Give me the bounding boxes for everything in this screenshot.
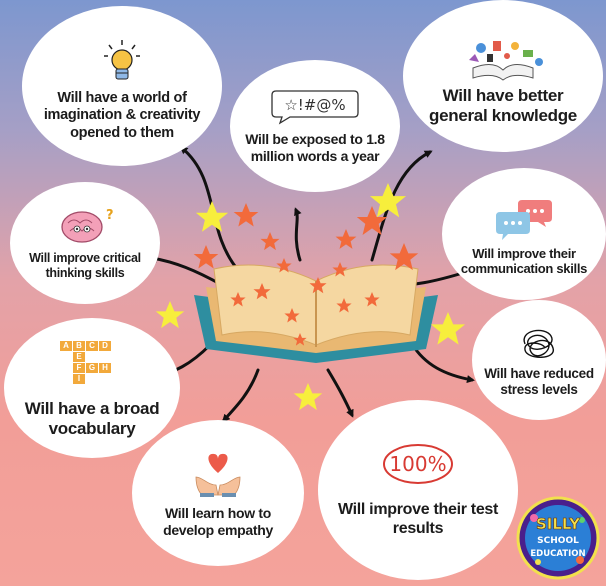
scribble-icon xyxy=(523,329,554,359)
logo-line1: SILLY xyxy=(536,515,581,533)
bubble-vocabulary: A B C D E F G H I Will have a broad voca… xyxy=(4,318,180,458)
open-book-knowledge-icon xyxy=(469,40,543,81)
logo-line3: EDUCATION xyxy=(530,549,585,559)
symbols-speech-icon: ☆!#@% xyxy=(271,90,359,125)
letter-tile: H xyxy=(99,362,111,373)
letter-tile: I xyxy=(73,373,85,384)
letter-tile: G xyxy=(86,362,98,373)
symbols-text: ☆!#@% xyxy=(284,96,345,114)
lightbulb-icon xyxy=(104,40,140,80)
bubble-critical-text: Will improve critical thinking skills xyxy=(29,251,141,280)
bubble-critical: ? Will improve critical thinking skills xyxy=(10,182,160,304)
bubble-communication-text: Will improve their communication skills xyxy=(460,245,588,276)
bubble-imagination: Will have a world of imagination & creat… xyxy=(22,6,222,166)
brain-icon: ? xyxy=(61,208,114,243)
letter-tile: A xyxy=(60,340,72,351)
bubble-stress: Will have reduced stress levels xyxy=(472,300,606,420)
bubble-words: ☆!#@% Will be exposed to 1.8 million wor… xyxy=(230,60,400,192)
hundred-percent-text: 100% xyxy=(389,452,446,476)
star-orange xyxy=(336,298,352,313)
bubble-imagination-text: Will have a world of imagination & creat… xyxy=(43,90,201,141)
bubble-words-text: Will be exposed to 1.8 million words a y… xyxy=(245,131,385,164)
star-yellow xyxy=(195,201,229,232)
star-orange xyxy=(193,245,219,269)
bubble-stress-text: Will have reduced stress levels xyxy=(484,366,594,397)
letter-tile: E xyxy=(73,351,85,362)
star-yellow xyxy=(430,312,466,345)
star-orange xyxy=(284,308,300,323)
star-orange xyxy=(253,283,271,300)
star-orange xyxy=(389,243,419,271)
bubble-empathy: Will learn how to develop empathy xyxy=(132,420,304,566)
logo-line2: SCHOOL xyxy=(537,536,579,546)
letter-tile: D xyxy=(99,340,111,351)
star-orange xyxy=(293,333,307,346)
star-yellow xyxy=(155,301,185,329)
star-orange xyxy=(260,232,280,251)
star-yellow xyxy=(293,383,323,411)
arrow-test xyxy=(326,368,354,418)
arrow-empathy xyxy=(221,368,260,423)
bubble-knowledge: Will have better general knowledge xyxy=(403,0,603,152)
star-orange xyxy=(335,229,357,249)
star-orange xyxy=(364,292,380,307)
silly-school-education-logo: SILLY SCHOOL EDUCATION xyxy=(516,496,600,580)
star-orange xyxy=(230,292,246,307)
letter-tile: F xyxy=(73,362,85,373)
star-yellow xyxy=(369,183,407,218)
letter-tile: B xyxy=(73,340,85,351)
open-book-illustration xyxy=(194,264,438,363)
heart-hands-icon xyxy=(195,454,241,498)
bubble-empathy-text: Will learn how to develop empathy xyxy=(163,505,273,538)
star-orange xyxy=(309,277,327,294)
letter-tile: C xyxy=(86,340,98,351)
bubble-knowledge-text: Will have better general knowledge xyxy=(429,85,577,125)
hundred-percent-icon: 100% xyxy=(383,444,453,485)
bubble-vocabulary-text: Will have a broad vocabulary xyxy=(24,398,160,438)
arrow-critical xyxy=(149,254,224,287)
star-orange xyxy=(233,203,259,227)
letter-tiles-icon: A B C D E F G H I xyxy=(60,340,124,385)
star-orange xyxy=(332,262,348,277)
arrow-words xyxy=(294,207,302,262)
svg-text:?: ? xyxy=(106,208,114,223)
bubble-communication: Will improve their communication skills xyxy=(442,168,606,300)
bubble-test: 100% Will improve their test results xyxy=(318,400,518,580)
bubble-test-text: Will improve their test results xyxy=(337,501,499,537)
chat-bubbles-icon xyxy=(496,199,552,240)
star-orange xyxy=(276,258,292,273)
